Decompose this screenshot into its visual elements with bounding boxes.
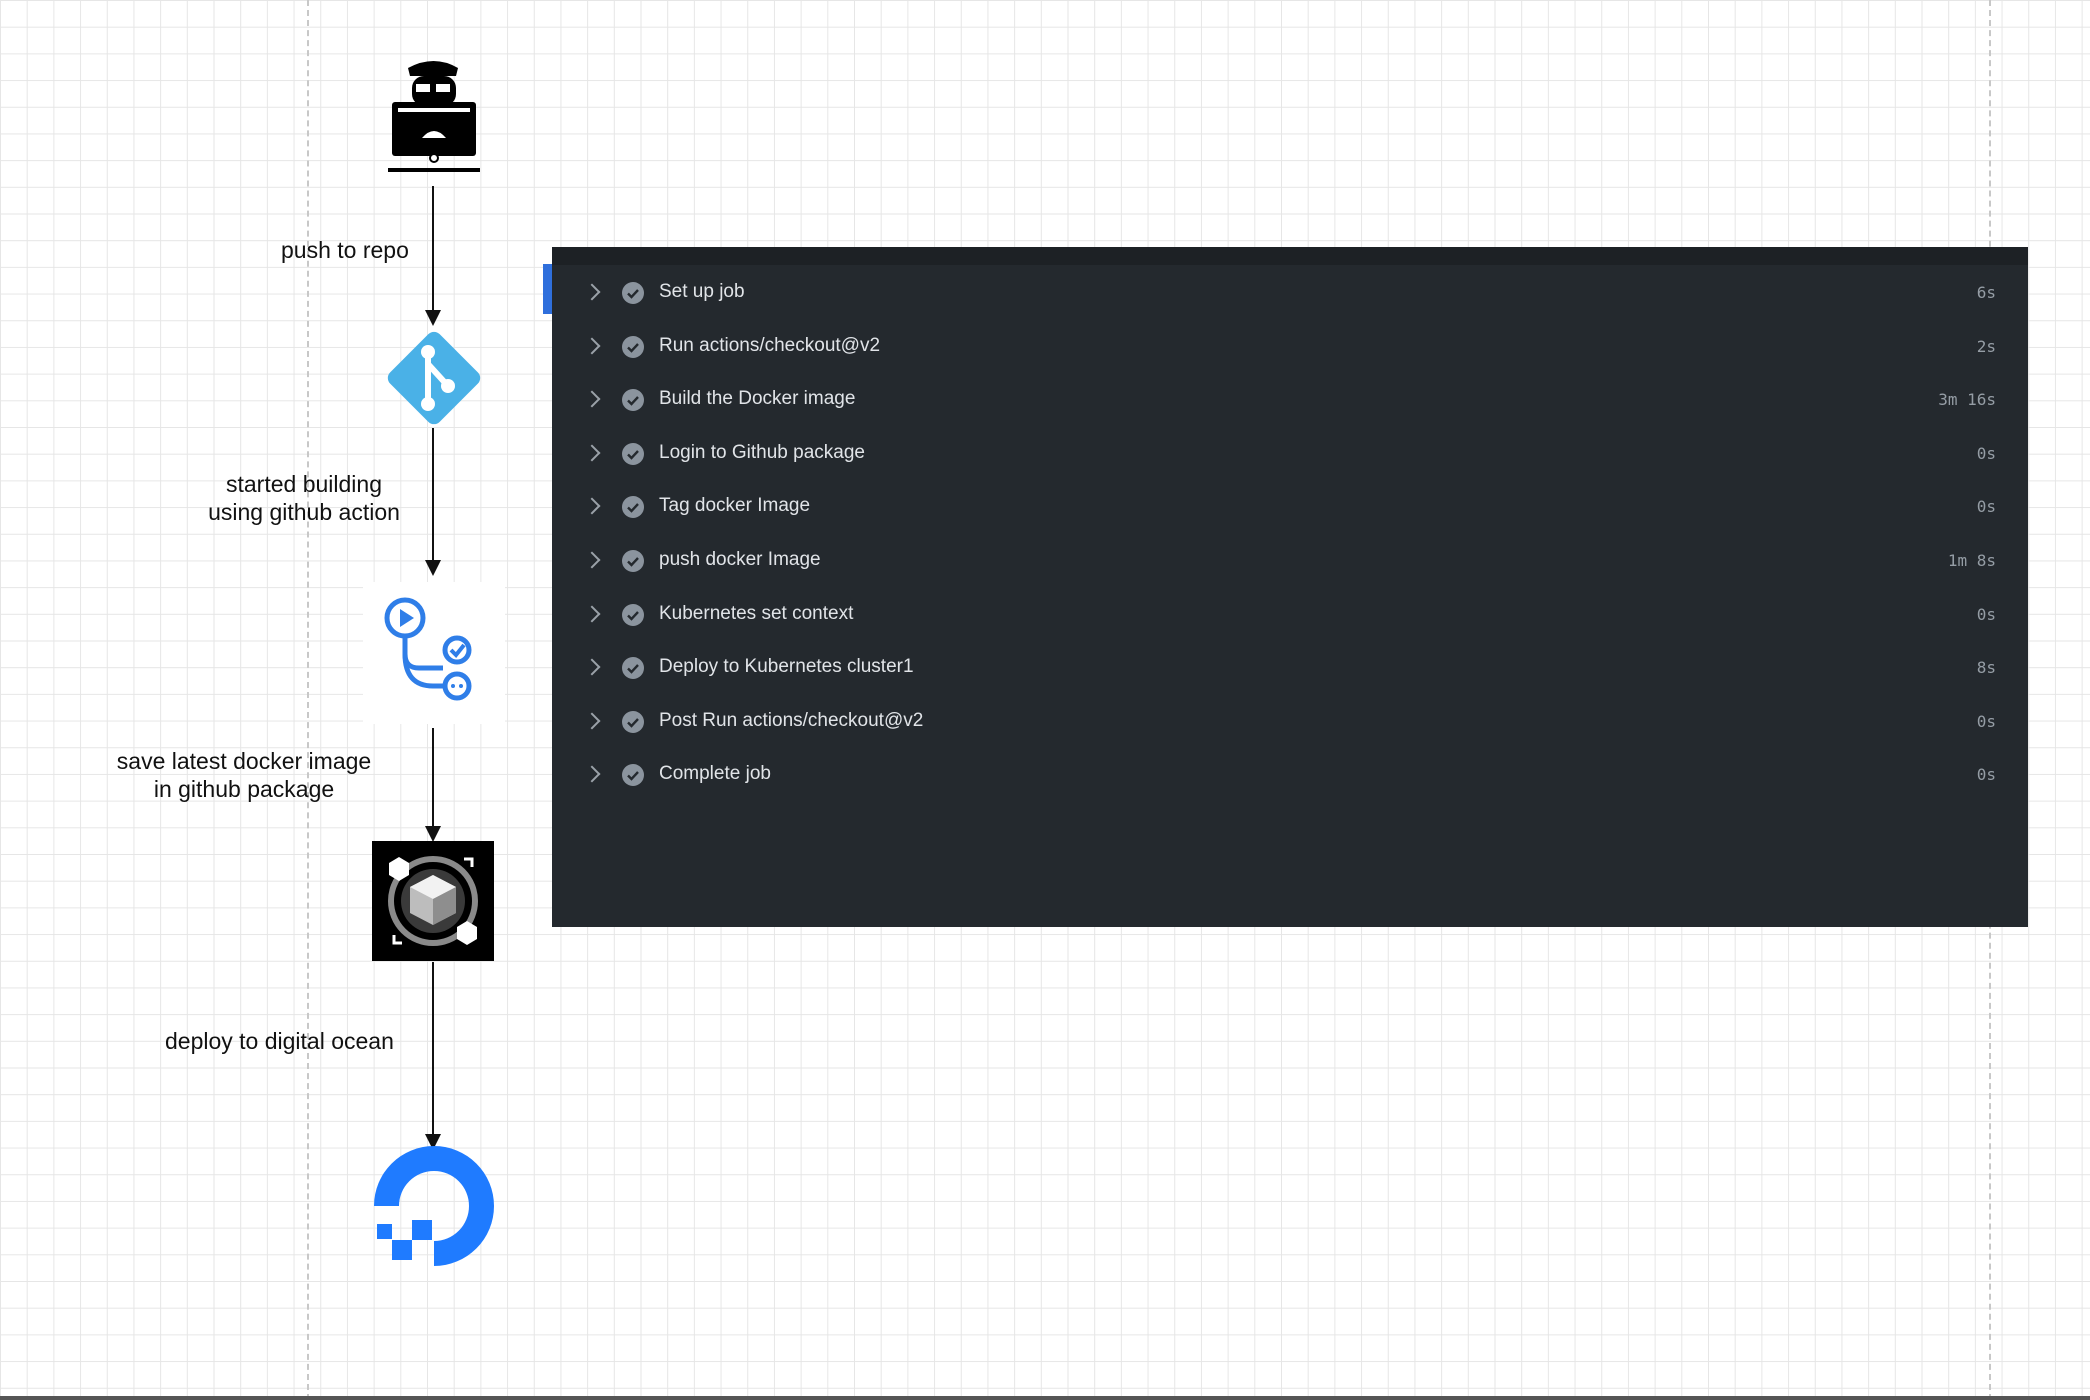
job-step-row[interactable]: Login to Github package 0s [552, 428, 2028, 482]
check-circle-icon [622, 389, 644, 412]
job-step-row[interactable]: Kubernetes set context 0s [552, 589, 2028, 643]
check-circle-icon [622, 603, 644, 626]
chevron-right-icon[interactable] [583, 658, 601, 676]
step-duration: 0s [1976, 604, 1996, 624]
github-actions-icon [363, 582, 505, 724]
connector-build [432, 428, 434, 562]
step-duration: 0s [1976, 443, 1996, 463]
job-step-row[interactable]: Complete job 0s [552, 749, 2028, 803]
arrowhead-save [425, 826, 441, 842]
step-duration: 3m 16s [1938, 390, 1996, 410]
job-step-row[interactable]: Build the Docker image 3m 16s [552, 374, 2028, 428]
check-circle-icon [622, 710, 644, 733]
chevron-right-icon[interactable] [583, 283, 601, 301]
step-duration: 0s [1976, 497, 1996, 517]
bottom-border [0, 1396, 2090, 1400]
check-circle-icon [622, 657, 644, 680]
step-label: Build the Docker image [659, 388, 856, 410]
label-build-line1: started building [226, 471, 382, 497]
chevron-right-icon[interactable] [583, 551, 601, 569]
label-deploy-to-digital-ocean: deploy to digital ocean [165, 1027, 394, 1055]
step-duration: 2s [1976, 336, 1996, 356]
check-circle-icon [622, 496, 644, 519]
step-duration: 0s [1976, 765, 1996, 785]
panel-top-strip [552, 247, 2028, 265]
chevron-right-icon[interactable] [583, 712, 601, 730]
connector-save [432, 728, 434, 828]
step-label: Kubernetes set context [659, 602, 854, 624]
arrowhead-push [425, 310, 441, 326]
active-step-indicator [543, 264, 552, 314]
check-circle-icon [622, 550, 644, 572]
label-save-line1: save latest docker image [116, 748, 372, 774]
chevron-right-icon[interactable] [583, 765, 601, 783]
step-label: Run actions/checkout@v2 [659, 334, 881, 356]
job-step-row[interactable]: Tag docker Image 0s [552, 481, 2028, 535]
step-label: Complete job [659, 763, 771, 785]
developer-icon [384, 58, 484, 176]
step-label: Deploy to Kubernetes cluster1 [659, 656, 914, 678]
job-step-row[interactable]: Post Run actions/checkout@v2 0s [552, 696, 2028, 750]
arrowhead-build [425, 560, 441, 576]
connector-push [432, 186, 434, 312]
step-label: Login to Github package [659, 441, 865, 463]
arrowhead-deploy [425, 1134, 441, 1150]
step-label: Tag docker Image [659, 495, 811, 517]
left-guide-line [307, 0, 309, 1400]
check-circle-icon [622, 335, 644, 358]
label-deploy-text: deploy to digital ocean [165, 1028, 394, 1054]
label-started-building: started building using github action [196, 470, 412, 526]
step-duration: 0s [1976, 711, 1996, 731]
chevron-right-icon[interactable] [583, 497, 601, 515]
chevron-right-icon[interactable] [583, 444, 601, 462]
label-save-line2: in github package [153, 776, 335, 802]
check-circle-icon [622, 764, 644, 787]
chevron-right-icon[interactable] [583, 605, 601, 623]
label-push-text: push to repo [281, 237, 409, 263]
connector-deploy [432, 962, 434, 1136]
job-step-row[interactable]: Deploy to Kubernetes cluster1 8s [552, 642, 2028, 696]
github-packages-icon [372, 841, 494, 961]
check-circle-icon [622, 282, 644, 304]
label-push-to-repo: push to repo [281, 236, 409, 264]
check-circle-icon [622, 442, 644, 465]
job-step-row[interactable]: Set up job 6s [552, 267, 2028, 321]
job-step-row[interactable]: push docker Image 1m 8s [552, 535, 2028, 589]
step-duration: 8s [1976, 658, 1996, 678]
step-label: Set up job [659, 281, 745, 302]
git-icon [384, 328, 484, 428]
label-save-docker-image: save latest docker image in github packa… [104, 747, 384, 803]
step-label: push docker Image [659, 549, 821, 570]
chevron-right-icon[interactable] [583, 390, 601, 408]
step-duration: 1m 8s [1947, 551, 1996, 570]
job-step-row[interactable]: Run actions/checkout@v2 2s [552, 321, 2028, 375]
step-duration: 6s [1976, 283, 1996, 302]
label-build-line2: using github action [208, 499, 400, 525]
step-label: Post Run actions/checkout@v2 [659, 709, 924, 731]
digitalocean-icon [372, 1144, 496, 1268]
chevron-right-icon[interactable] [583, 337, 601, 355]
